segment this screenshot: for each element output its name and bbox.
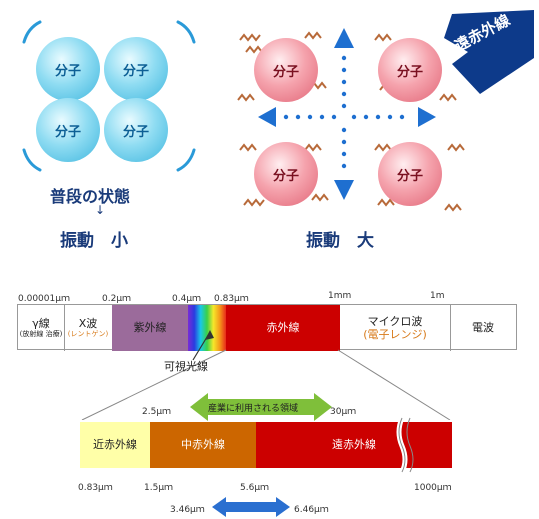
effective-range-arrow [212,497,290,517]
molecule: 分子 [378,142,442,206]
band-near-ir: 近赤外線 [80,422,150,468]
vibration-small-label: 振動 小 [60,231,128,251]
visible-light-label: 可視光線 [164,360,208,373]
industry-to: 30μｍ [330,407,357,417]
band-label: 遠赤外線 [332,438,376,452]
scale-break [396,417,414,474]
range-to: 6.46μｍ [294,505,329,515]
band-mid-ir: 中赤外線 [150,422,256,468]
band-label: X波 [78,317,98,331]
band-label: 近赤外線 [93,438,137,452]
band-label: γ線 [32,317,50,331]
boundary-label: 0.83μｍ [214,294,249,304]
boundary-label: 1mm [328,291,352,301]
band-visible [188,305,226,351]
band-label: 中赤外線 [181,438,225,452]
band-uv: 紫外線 [112,305,189,351]
band-label: マイクロ波 [367,314,423,328]
boundary-label: 0.00001μｍ [18,294,70,304]
zoom-lines [81,330,451,420]
molecule: 分子 [36,98,100,162]
band-label: 電波 [472,321,494,335]
range-from: 3.46μｍ [170,505,205,515]
band-far-ir: 遠赤外線 [256,422,452,468]
ir-boundary-label: 5.6μｍ [240,483,270,493]
band-sublabel: (電子レンジ) [363,328,427,341]
boundary-label: 0.4μｍ [172,294,202,304]
band-microwave: マイクロ波 (電子レンジ) [340,305,451,351]
band-label: 赤外線 [266,321,300,335]
industry-label: 産業に利用される領域 [208,404,299,414]
ir-boundary-label: 0.83μｍ [78,483,113,493]
down-arrow: ↓ [95,203,106,217]
molecule: 分子 [104,37,168,101]
ir-boundary-label: 1000μｍ [414,483,452,493]
boundary-label: 1m [430,291,445,301]
ir-boundary-label: 1.5μｍ [144,483,174,493]
band-label: 紫外線 [133,321,167,335]
infrared-bar: 近赤外線 中赤外線 遠赤外線 [80,422,452,468]
band-sublabel: (レントゲン) [67,330,109,339]
molecule: 分子 [378,38,442,102]
normal-state-label: 普段の状態 [50,187,131,206]
band-sublabel: (放射線 治療) [19,330,63,339]
molecule: 分子 [254,142,318,206]
molecule: 分子 [36,37,100,101]
far-infrared-tag-arrow [444,10,534,94]
normal-corners [22,20,196,172]
spectrum-bar: γ線 (放射線 治療) X波 (レントゲン) 紫外線 赤外線 マイクロ波 (電子… [17,304,517,351]
molecule: 分子 [254,38,318,102]
band-infrared: 赤外線 [226,305,340,351]
vibration-large-label: 振動 大 [306,231,374,251]
boundary-label: 0.2μｍ [102,294,132,304]
band-gamma: γ線 (放射線 治療) [18,305,65,351]
band-radio: 電波 [450,305,516,351]
molecule: 分子 [104,98,168,162]
industry-arrow [190,393,332,421]
industry-from: 2.5μｍ [142,407,172,417]
